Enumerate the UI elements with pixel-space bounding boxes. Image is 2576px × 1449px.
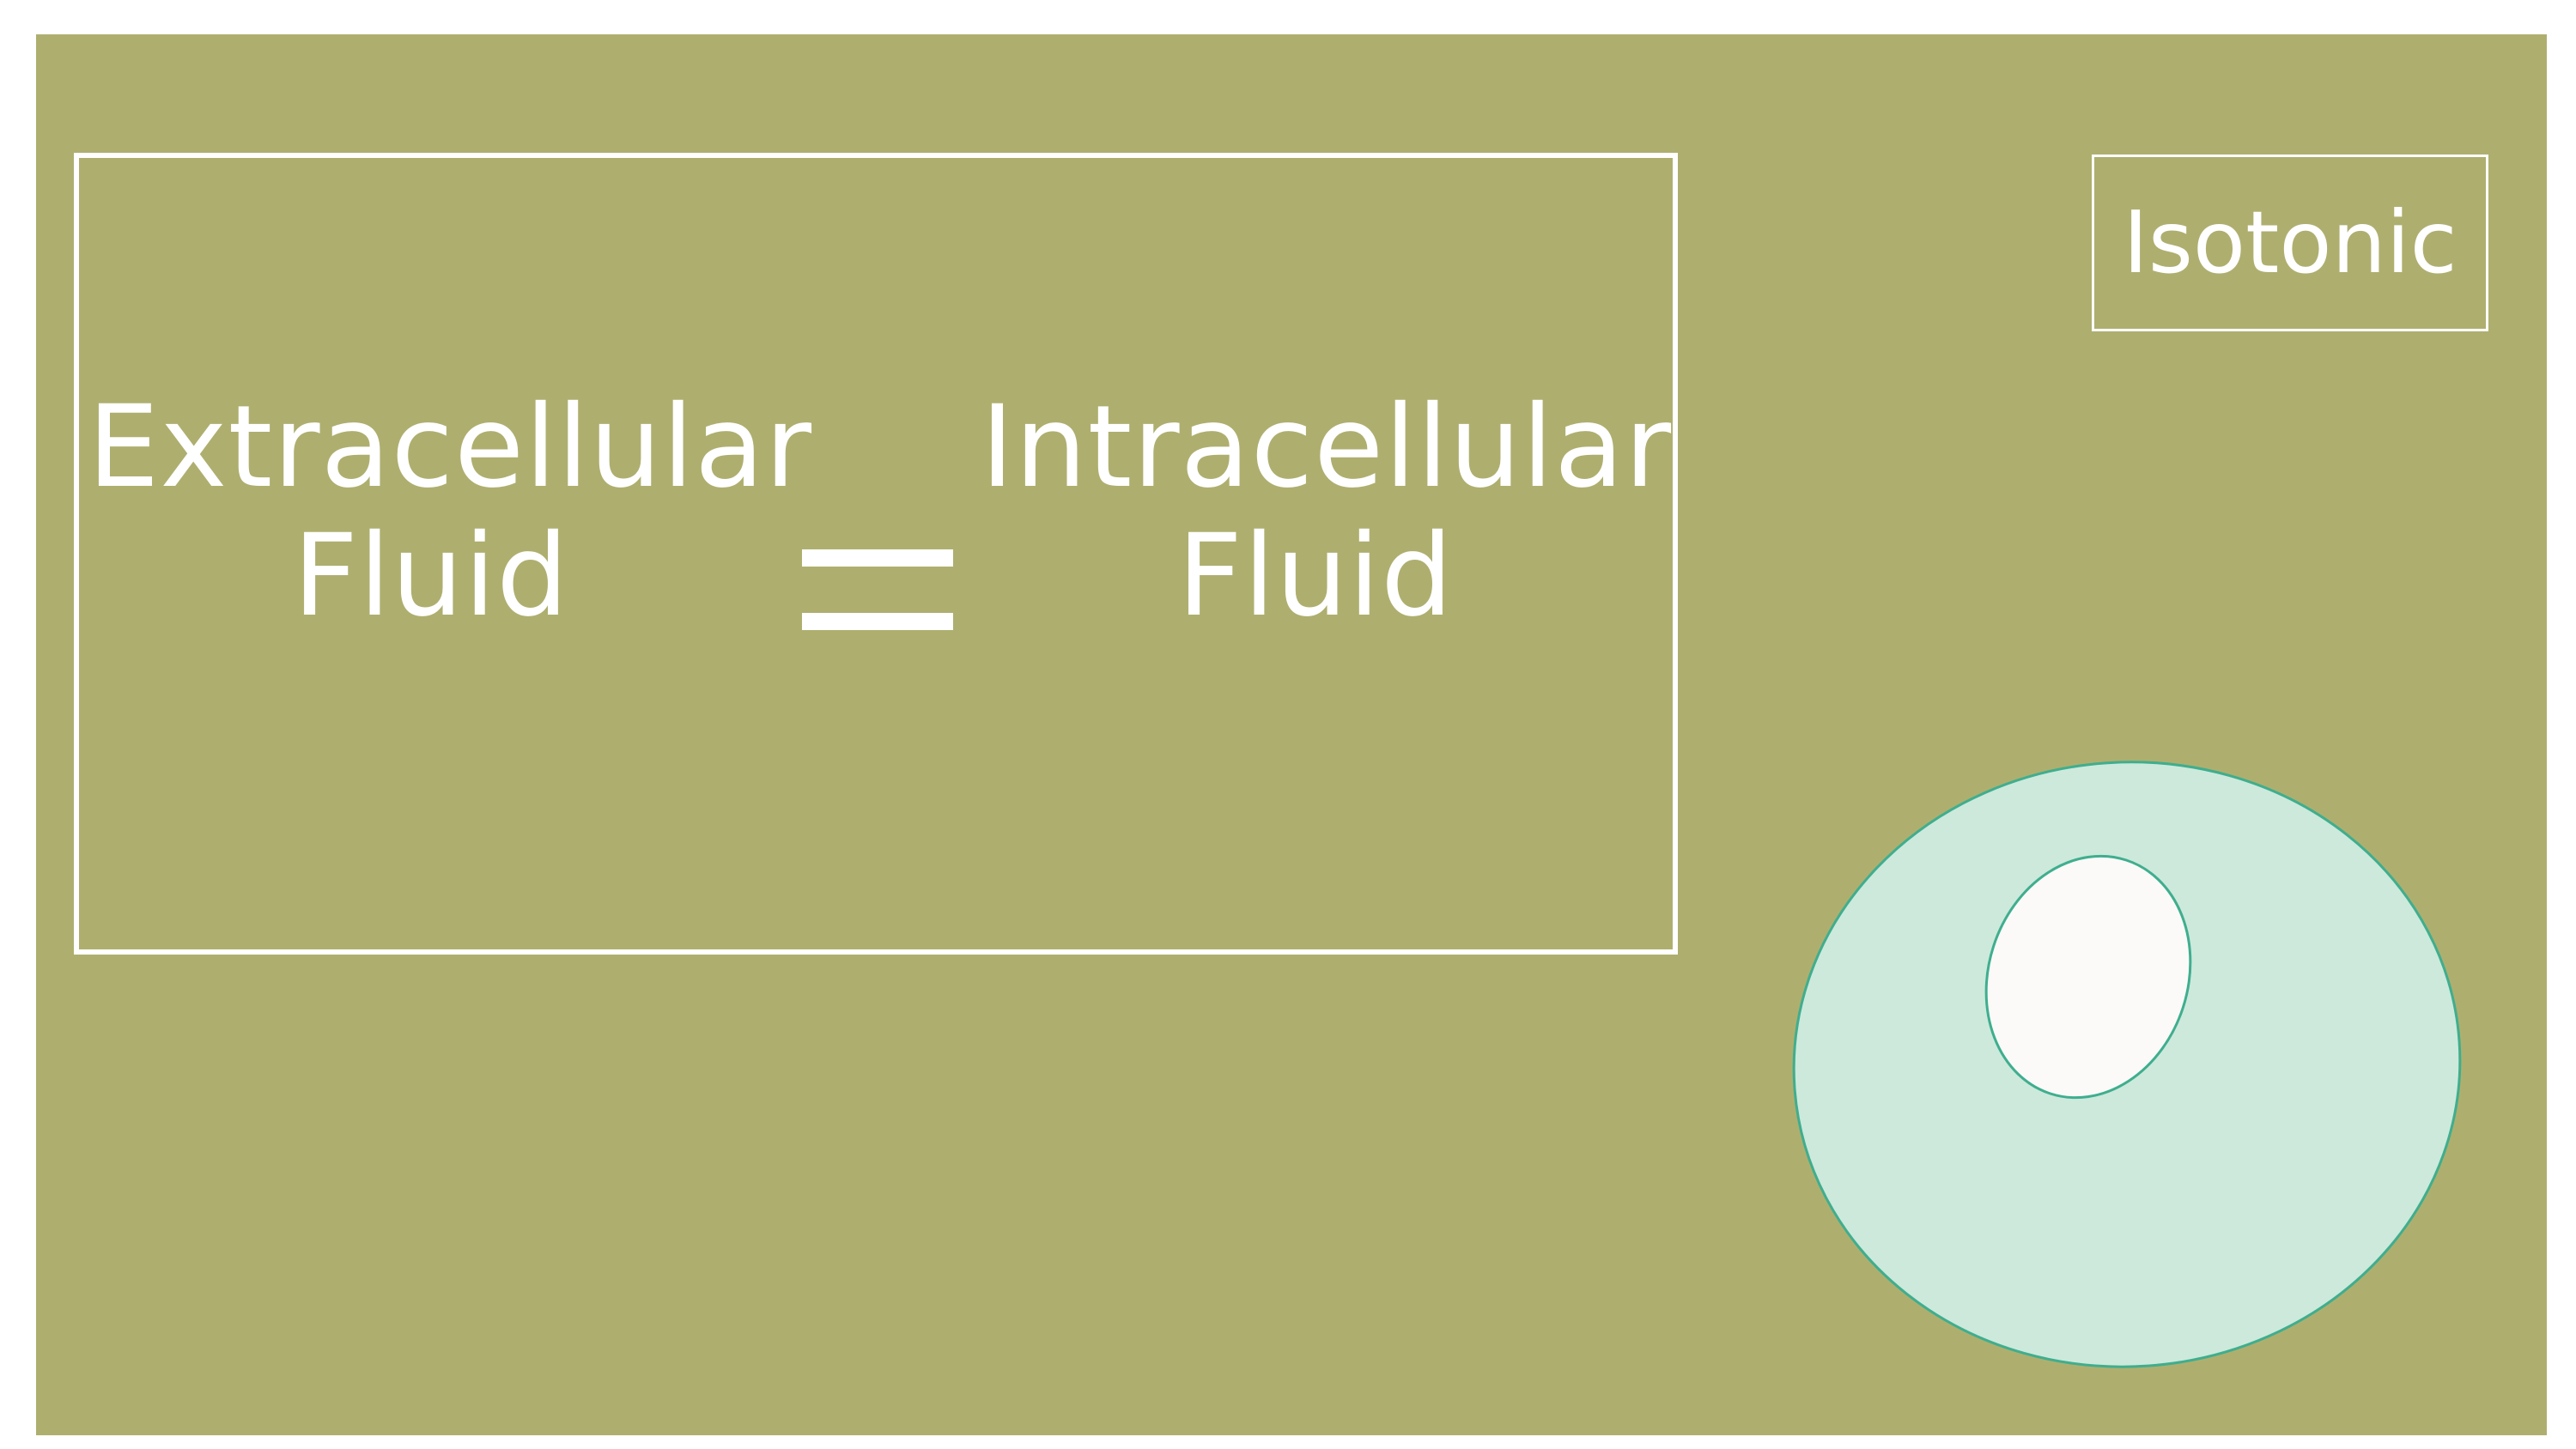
cell-nucleus [1984, 854, 2192, 1100]
extracellular-line1: Extracellular [88, 381, 813, 513]
cell-illustration [1792, 761, 2462, 1368]
extracellular-fluid-label: Extracellular Fluid [88, 381, 813, 642]
equals-bar-bottom [802, 613, 953, 630]
intracellular-fluid-label: Intracellular Fluid [981, 381, 1673, 642]
equals-bar-top [802, 549, 953, 567]
comparison-frame [74, 153, 1678, 955]
slide-canvas: Extracellular Fluid Intracellular Fluid … [36, 34, 2547, 1435]
isotonic-badge: Isotonic [2092, 155, 2488, 331]
equals-sign-icon [802, 549, 953, 630]
intracellular-line1: Intracellular [981, 381, 1673, 513]
extracellular-line2: Fluid [293, 510, 569, 642]
intracellular-line2: Fluid [1177, 510, 1454, 642]
